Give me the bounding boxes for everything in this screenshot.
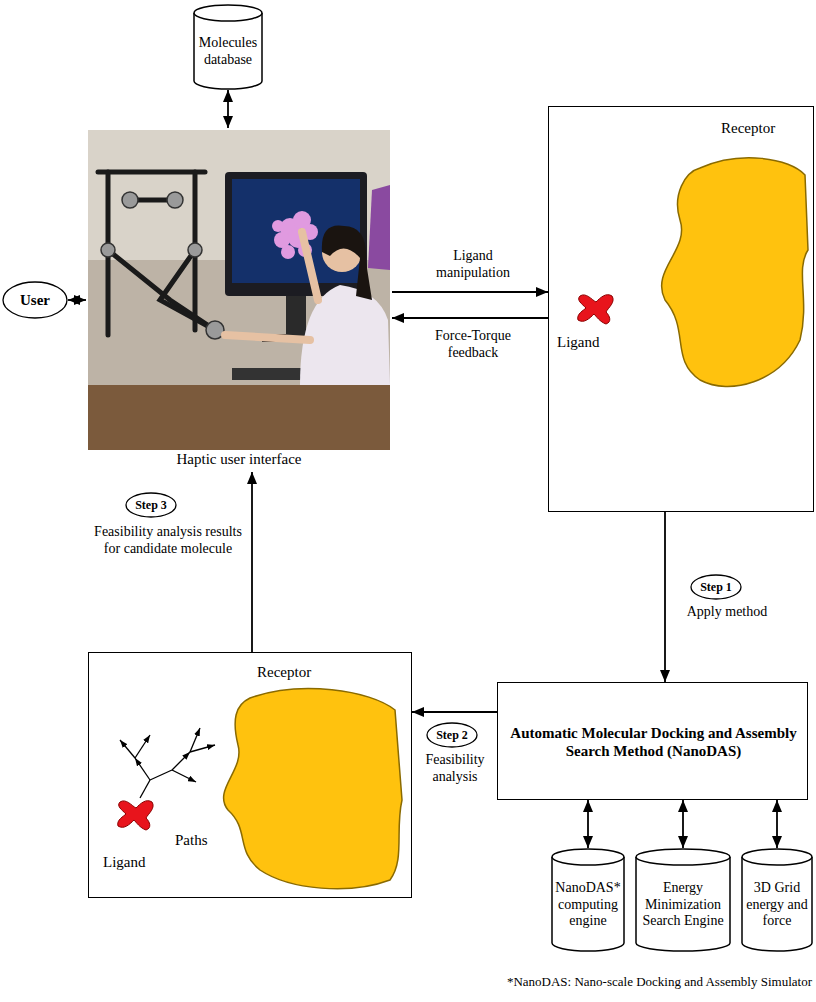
text-block: 3D Grid energy and force <box>744 880 810 930</box>
text-block: Automatic Molecular Docking and Assembly… <box>508 724 799 760</box>
connector-arrow <box>682 800 684 848</box>
edge-label: Feasibility analysis <box>414 752 496 786</box>
ellipse-outline <box>126 493 176 517</box>
node-text: Step 2 <box>431 728 473 742</box>
cylinder-top <box>636 849 730 865</box>
text-block: Molecules database <box>196 35 260 69</box>
receptor-shape <box>662 158 808 387</box>
molecule-on-screen <box>272 211 318 259</box>
connector-arrow <box>587 800 589 848</box>
ellipse-outline <box>691 575 741 599</box>
connector-arrow <box>68 299 86 301</box>
receptor-label: Receptor <box>721 119 775 137</box>
text-block: Step 2 <box>431 728 473 742</box>
edge-label: Feasibility analysis results for candida… <box>92 524 244 558</box>
haptic-photo <box>88 130 390 450</box>
connector-arrow <box>227 90 229 128</box>
receptor-shape <box>224 689 402 889</box>
node-text: Energy Minimization Search Engine <box>638 880 728 930</box>
connector-arrow <box>412 711 497 713</box>
interface-photo: Haptic user interface <box>86 128 392 472</box>
step-oval: Step 1 <box>690 574 742 600</box>
person-arm <box>225 335 310 340</box>
ligand-label: Ligand <box>103 853 146 871</box>
node-text: User <box>8 291 62 309</box>
person-arm <box>302 232 318 300</box>
database-cylinder: Molecules database <box>193 4 263 90</box>
text-block: Step 3 <box>130 498 172 512</box>
edge-label: Apply method <box>672 604 782 621</box>
cylinder-top <box>742 849 812 865</box>
haptic-device <box>98 172 215 335</box>
haptic-joints <box>101 192 224 339</box>
ellipse-outline <box>3 282 67 318</box>
edge-label: Force-Torque feedback <box>418 328 528 362</box>
node-text: Step 1 <box>695 580 737 594</box>
text-block: Energy Minimization Search Engine <box>638 880 728 930</box>
cylinder-top <box>194 5 262 21</box>
monitor-stand <box>286 296 306 336</box>
engine-cylinder: NanoDAS* computing engine <box>551 848 625 952</box>
text-block: Step 1 <box>695 580 737 594</box>
step-oval: Step 3 <box>125 492 177 518</box>
connector-arrow <box>251 472 253 652</box>
engine-cylinder: 3D Grid energy and force <box>741 848 813 952</box>
paths-label: Paths <box>175 831 208 849</box>
process-box: Automatic Molecular Docking and Assembly… <box>497 682 808 800</box>
node-text: NanoDAS* computing engine <box>554 880 622 930</box>
connector-arrow <box>392 317 548 319</box>
cylinder-body <box>194 13 262 89</box>
node-text: Molecules database <box>196 35 260 69</box>
text-block: NanoDAS* computing engine <box>554 880 622 930</box>
text-block: Haptic user interface <box>86 450 392 468</box>
photo-ground <box>88 130 390 450</box>
photo-desk <box>88 385 390 450</box>
cylinder-body <box>636 857 730 951</box>
ellipse-outline <box>427 723 477 747</box>
step-oval: Step 2 <box>426 722 478 748</box>
search-paths <box>120 728 215 798</box>
cylinder-body <box>552 857 624 951</box>
receptor-label: Receptor <box>257 663 311 681</box>
cylinder-body <box>742 857 812 951</box>
person-hair <box>322 226 372 300</box>
user-ellipse: User <box>2 281 68 319</box>
connector-arrow <box>776 800 778 848</box>
edge-label: Ligand manipulation <box>418 248 528 282</box>
cylinder-top <box>552 849 624 865</box>
ligand-shape <box>578 295 613 324</box>
connector-arrow <box>392 291 548 293</box>
connector-arrow <box>664 512 666 682</box>
node-text: Haptic user interface <box>86 450 392 468</box>
node-text: 3D Grid energy and force <box>744 880 810 930</box>
second-person <box>368 185 390 270</box>
person-body <box>300 285 390 385</box>
footnote: *NanoDAS: Nano-scale Docking and Assembl… <box>507 974 812 990</box>
scene-box: ReceptorLigand <box>548 106 814 512</box>
ligand-shape <box>118 801 153 830</box>
text-block: User <box>8 291 62 309</box>
node-text: Step 3 <box>130 498 172 512</box>
scene-box: ReceptorLigand Paths <box>88 652 412 898</box>
engine-cylinder: Energy Minimization Search Engine <box>635 848 731 952</box>
node-text: Automatic Molecular Docking and Assembly… <box>508 724 799 760</box>
ligand-label: Ligand <box>557 333 600 351</box>
